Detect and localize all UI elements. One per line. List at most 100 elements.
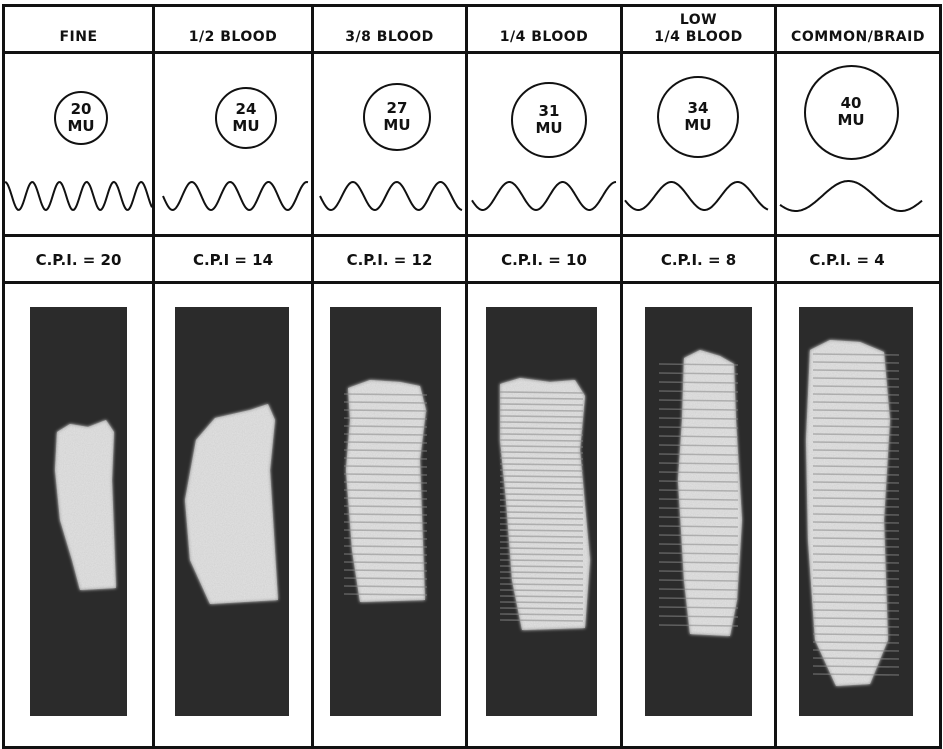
crimp-stripe	[812, 633, 900, 636]
crimp-stripe	[812, 473, 900, 476]
crimp-stripe	[658, 426, 739, 429]
crimp-stripe	[343, 537, 428, 540]
crimp-stripe	[658, 561, 739, 564]
crimp-stripe	[499, 559, 584, 562]
crimp-stripe	[343, 529, 428, 532]
crimp-stripe	[812, 497, 900, 500]
wool-staple-photo	[645, 307, 752, 716]
crimp-stripe	[812, 657, 900, 660]
column-divider	[620, 4, 623, 749]
crimp-stripe	[812, 377, 900, 380]
crimp-stripe	[343, 473, 428, 476]
crimp-stripe	[499, 475, 584, 478]
crimp-stripe	[658, 399, 739, 402]
crimp-stripe	[343, 465, 428, 468]
micron-value: 24	[235, 99, 257, 118]
row-divider	[2, 51, 941, 54]
crimp-stripe	[812, 617, 900, 620]
crimp-stripe	[343, 441, 428, 444]
micron-unit: MU	[383, 115, 411, 134]
crimp-stripe	[812, 401, 900, 404]
micron-value: 31	[538, 101, 560, 120]
crimp-stripe	[812, 353, 900, 356]
crimp-stripe	[812, 441, 900, 444]
crimp-stripe	[812, 369, 900, 372]
crimp-stripe	[658, 579, 739, 582]
crimp-stripe	[658, 615, 739, 618]
crimp-stripe	[499, 505, 584, 508]
crimp-stripe	[499, 487, 584, 490]
column-divider	[465, 4, 468, 749]
crimp-stripe	[812, 481, 900, 484]
crimp-stripe	[343, 593, 428, 596]
crimp-stripe	[499, 607, 584, 610]
crimp-stripe	[812, 521, 900, 524]
row-divider	[2, 234, 941, 237]
crimp-stripe	[658, 408, 739, 411]
crimp-stripe	[658, 462, 739, 465]
crimp-stripe	[343, 505, 428, 508]
crimp-stripe	[812, 537, 900, 540]
grade-header-fine: FINE	[5, 6, 152, 52]
cpi-label: C.P.I. = 10	[501, 251, 587, 269]
crimp-stripe	[658, 489, 739, 492]
crimp-stripe	[343, 393, 428, 396]
crimp-stripe	[812, 513, 900, 516]
crimp-stripe	[499, 451, 584, 454]
crimp-stripe	[812, 465, 900, 468]
grade-label-line1: LOW	[679, 12, 718, 28]
crimp-stripe	[812, 625, 900, 628]
crimp-stripe	[499, 601, 584, 604]
crimp-wave-line	[162, 180, 309, 212]
crimp-stripe	[343, 553, 428, 556]
table-border-right	[939, 4, 942, 749]
crimp-stripe	[658, 606, 739, 609]
grade-label: 3/8 BLOOD	[345, 29, 434, 45]
crimp-stripe	[658, 372, 739, 375]
crimp-stripe	[812, 577, 900, 580]
crimp-stripe	[812, 457, 900, 460]
crimp-stripe	[499, 523, 584, 526]
crimp-stripe	[812, 489, 900, 492]
crimp-stripe	[658, 498, 739, 501]
micron-unit: MU	[67, 117, 95, 135]
micron-unit: MU	[535, 118, 563, 137]
crimp-stripe	[658, 588, 739, 591]
crimp-stripe	[499, 433, 584, 436]
cpi-label: C.P.I. = 4	[809, 251, 885, 269]
crimp-stripe	[499, 565, 584, 568]
crimp-stripe	[499, 391, 584, 394]
crimp-stripe	[499, 547, 584, 550]
crimp-stripe	[343, 497, 428, 500]
micron-value: 34	[687, 98, 709, 117]
crimp-stripe	[343, 585, 428, 588]
crimp-stripe	[343, 409, 428, 412]
crimp-stripe	[343, 425, 428, 428]
grade-label: 1/4 BLOOD	[499, 29, 589, 45]
crimp-stripe	[658, 390, 739, 393]
column-divider	[152, 4, 155, 749]
column-divider	[311, 4, 314, 749]
micron-value: 20	[70, 100, 92, 118]
crimp-stripe	[499, 463, 584, 466]
table-border-bottom	[2, 746, 941, 749]
crimp-stripe	[499, 439, 584, 442]
crimp-stripe	[499, 511, 584, 514]
crimp-stripe	[658, 507, 739, 510]
crimp-stripe	[499, 421, 584, 424]
grade-header-three-eighths-blood: 3/8 BLOOD	[314, 6, 465, 52]
crimp-stripe	[499, 571, 584, 574]
crimp-stripe	[499, 493, 584, 496]
crimp-stripe	[499, 445, 584, 448]
wool-staple-texture	[678, 350, 742, 636]
crimp-stripe	[812, 529, 900, 532]
crimp-stripe	[499, 595, 584, 598]
crimp-stripe	[499, 397, 584, 400]
column-divider	[774, 4, 777, 749]
